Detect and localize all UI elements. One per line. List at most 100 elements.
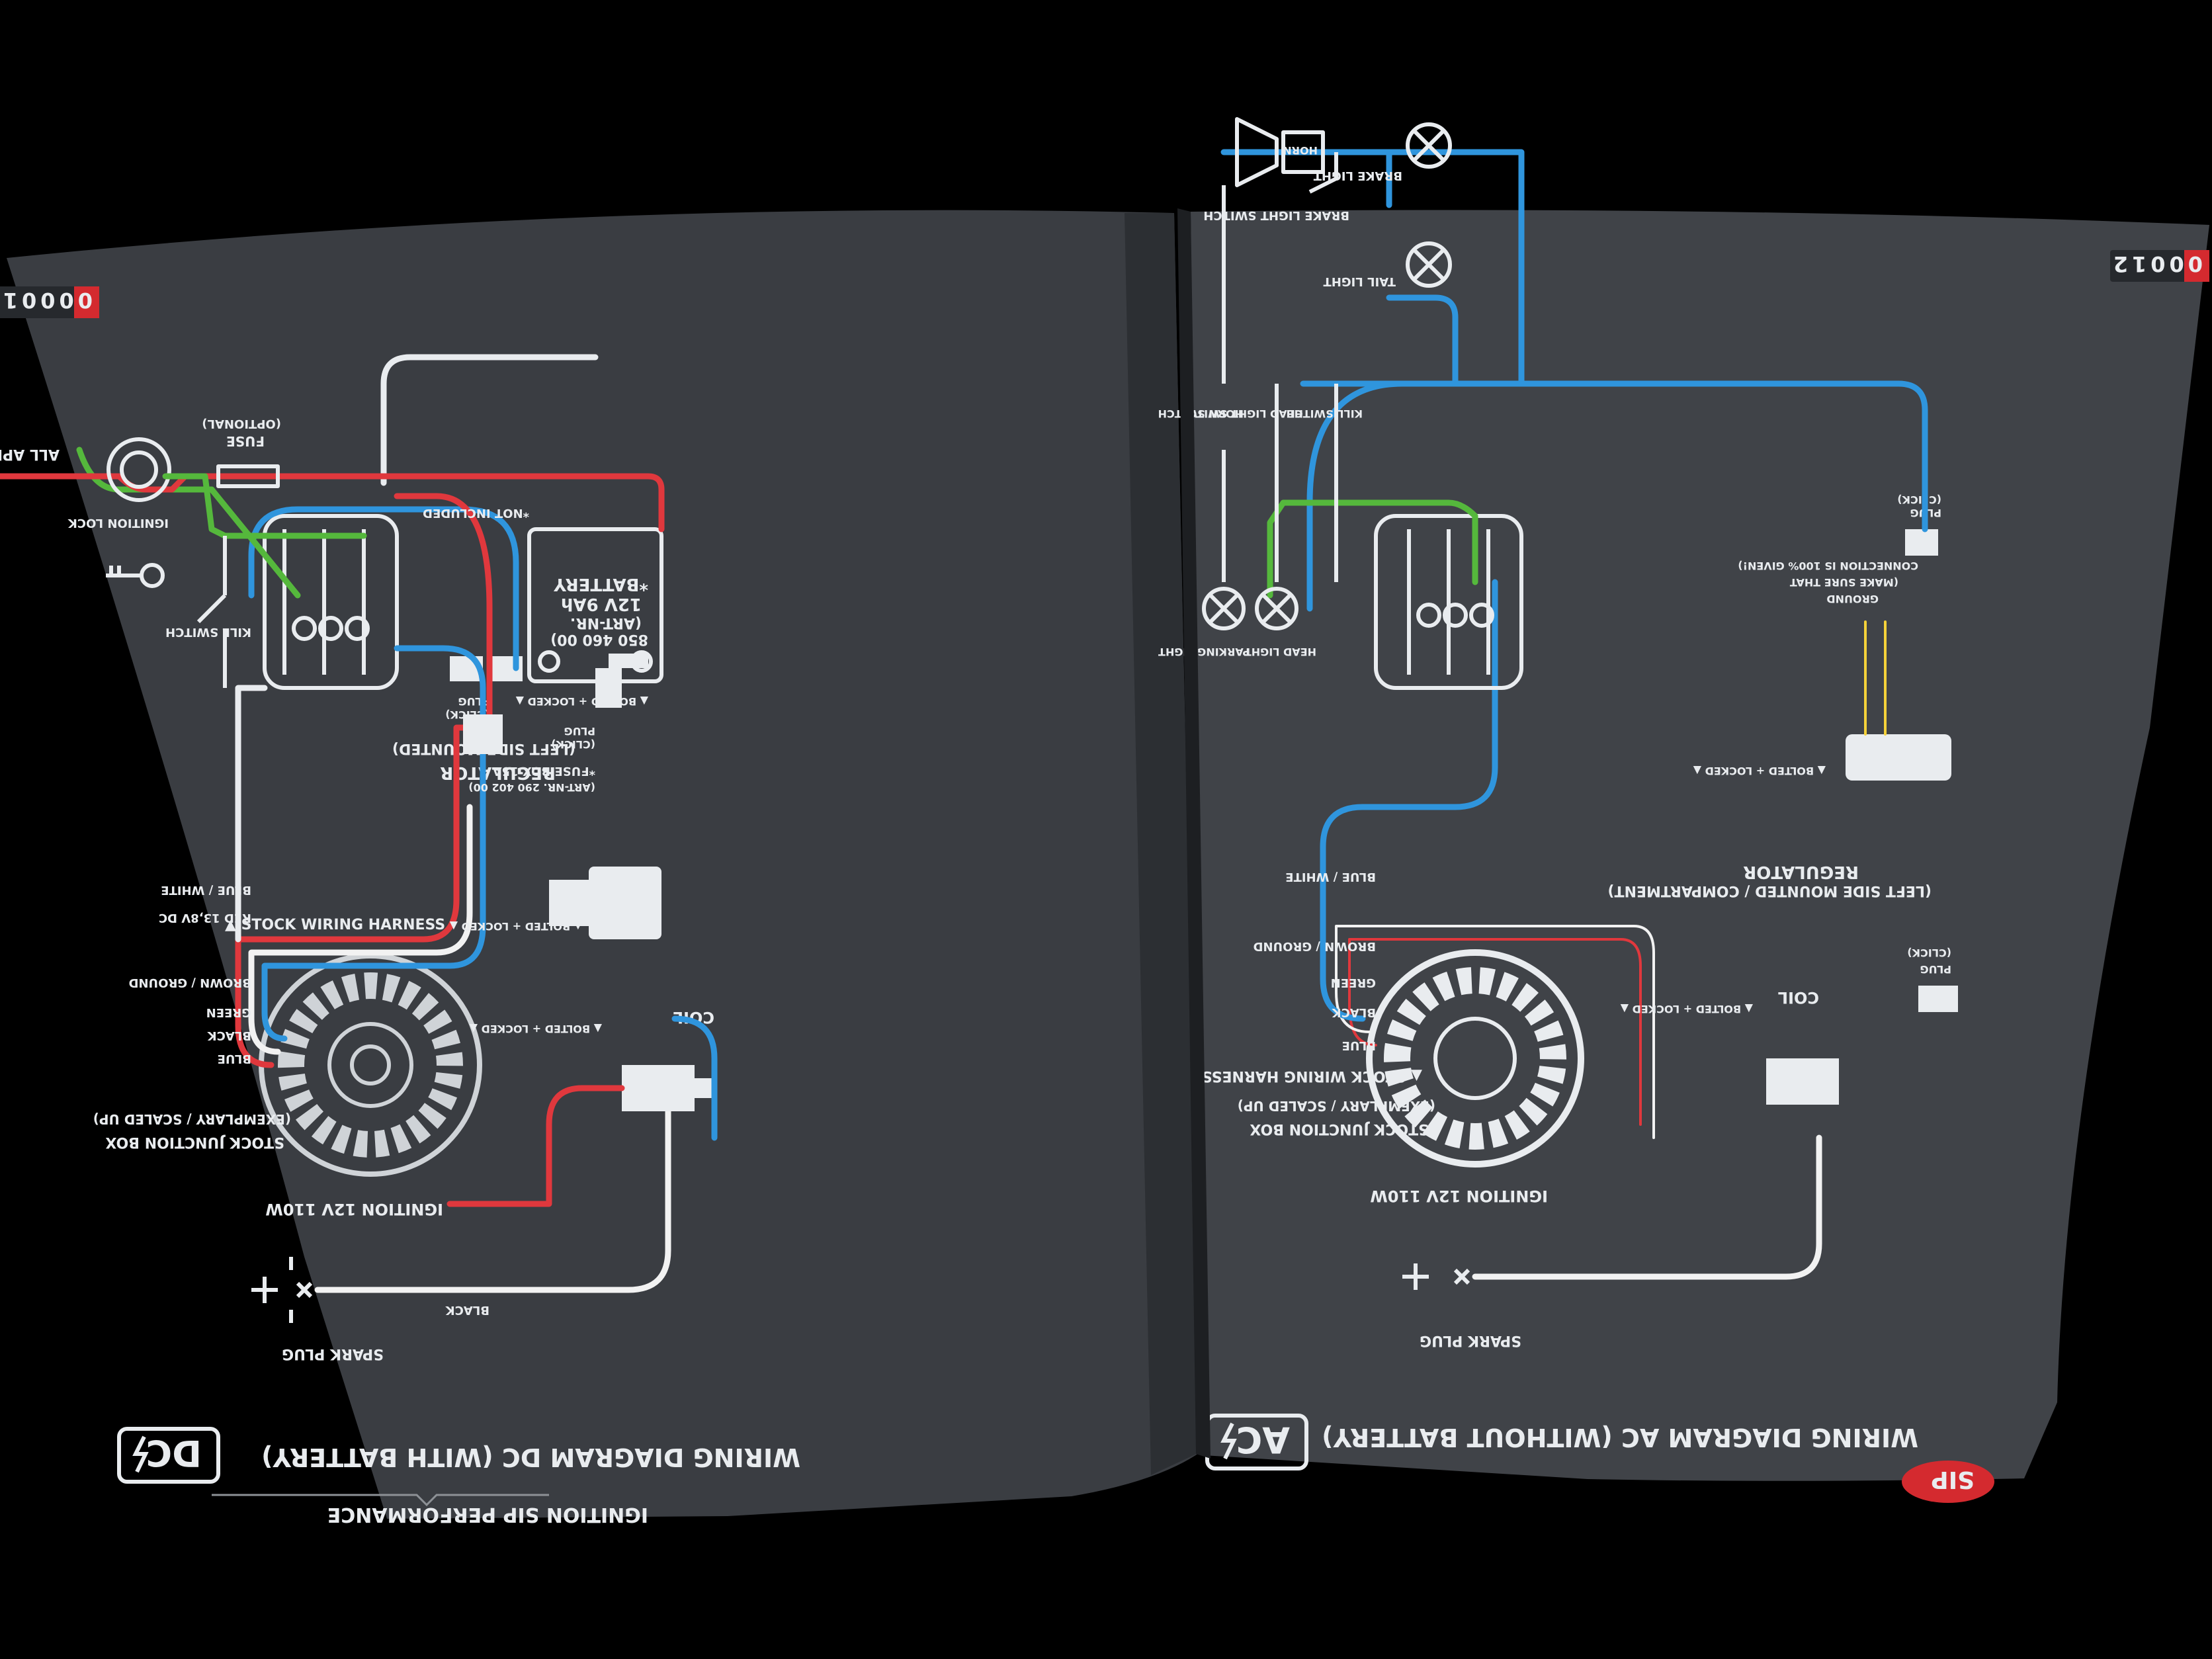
right-diagram: WIRING DIAGRAM AC (WITHOUT BATTERY) SIP … <box>1158 117 1994 1503</box>
battery-artnr: (ART-NR. <box>570 615 642 631</box>
key-icon <box>106 563 165 588</box>
left-footer-header: IGNITION SIP PERFORMANCE <box>327 1503 648 1526</box>
coil-blue-wire <box>671 1015 718 1141</box>
fuse-box-artnr: (ART-NR. 290 402 00) <box>468 781 595 794</box>
ac-click-label-1: (CLICK) <box>1907 947 1951 959</box>
ac-label-brown-ground: BROWN / GROUND <box>1254 939 1376 953</box>
black-ht-lead-label: BLACK <box>445 1303 489 1317</box>
label-blue-white: BLUE / WHITE <box>161 883 251 897</box>
parking-light-lamp: PARKING LIGHT <box>1158 587 1250 658</box>
right-page-counter-digits: 00012 <box>2109 251 2203 276</box>
ac-ignition-label: IGNITION 12V 110W <box>1370 1187 1548 1205</box>
coil-red-wire <box>447 1085 625 1207</box>
junction-box-terminals <box>263 514 399 690</box>
fuse-label: FUSE <box>226 433 265 449</box>
all-appliances-label: ALL APPLIANCES <box>0 446 60 462</box>
harness-labels: BLUE / WHITE RED 13,8V DC BROWN / GROUND… <box>93 883 445 1150</box>
ac-coil-bolted-label: ▲ BOLTED + LOCKED ▲ <box>1620 1003 1753 1015</box>
coil: COIL ▲ BOLTED + LOCKED ▲ <box>469 1008 714 1111</box>
left-page-shadow <box>1125 213 1201 1475</box>
ac-green-wire <box>1267 499 1478 599</box>
ac-ground-note-1: (MAKE SURE THAT <box>1790 576 1898 589</box>
ac-ht-lead-wire <box>1472 1134 1822 1280</box>
stator-red-wire <box>235 810 460 1068</box>
left-diagram: IGNITION SIP PERFORMANCE WIRING DIAGRAM … <box>0 354 800 1526</box>
ac-ignition-stator: IGNITION 12V 110W <box>1366 949 1584 1205</box>
ignition-lock-label: IGNITION LOCK <box>67 516 169 530</box>
fuse-optional-label: (OPTIONAL) <box>202 417 281 431</box>
plug-label-2: PLUG <box>564 725 595 738</box>
label-red-dc: RED 13,8V DC <box>159 911 251 925</box>
brake-light-switch-label: BRAKE LIGHT SWITCH <box>1203 208 1349 222</box>
ac-junction-box-label: STOCK JUNCTION BOX <box>1250 1121 1429 1137</box>
head-light-lamp: HEAD LIGHT <box>1244 587 1316 658</box>
ac-spark-plug-icon: SPARK PLUG <box>1402 1263 1521 1349</box>
ground-note: GROUND (MAKE SURE THAT CONNECTION IS 100… <box>1738 560 1918 605</box>
ac-stator-blue-wire <box>1320 579 1498 1022</box>
head-light-label: HEAD LIGHT <box>1244 646 1316 658</box>
harness-green-run <box>76 447 301 599</box>
ac-plugs: PLUG (CLICK) PLUG (CLICK) <box>1897 493 1958 1012</box>
switch-cluster: HORN SWITCH HEAD LIGHT SWITCH KILL SWITC… <box>1158 185 1363 582</box>
ac-stator-red-wire <box>1348 938 1642 1126</box>
battery-name: *BATTERY <box>553 574 648 594</box>
ac-click-label-2: (CLICK) <box>1897 493 1941 506</box>
coil-bolted-label: ▲ BOLTED + LOCKED ▲ <box>469 1023 602 1035</box>
sip-logo: SIP <box>1902 1461 1994 1503</box>
battery-spec: 12V 9Ah <box>561 594 642 614</box>
ac-junction-box-terminals <box>1374 514 1523 690</box>
brake-light-switch: BRAKE LIGHT SWITCH <box>1203 152 1349 222</box>
right-page: 00012 WIRING DIAGRAM AC (WITHOUT BATTERY… <box>1158 117 2209 1503</box>
label-black: BLACK <box>207 1029 251 1042</box>
ac-blue-lighting-bus <box>1220 149 1928 612</box>
stator-blue-wire <box>261 797 486 1042</box>
battery-bolted-label: ▲ BOLTED + LOCKED ▲ <box>515 695 648 708</box>
left-page: 000013 IGNITION SIP PERFORMANCE WIRING D… <box>0 210 1201 1526</box>
ac-plug-label-1: PLUG <box>1920 963 1951 976</box>
ac-badge: AC <box>1205 1414 1308 1470</box>
ac-regulator-sub-label: (LEFT SIDE MOUNTED / COMPARTMENT) <box>1607 882 1932 899</box>
junction-box-sub-label: (EXEMPLARY / SCALED UP) <box>93 1111 291 1127</box>
black-ht-lead-wire <box>314 1082 671 1293</box>
ac-ground-label: GROUND <box>1826 593 1879 605</box>
left-page-counter-digits: 000013 <box>0 288 93 313</box>
ac-label-green: GREEN <box>1331 976 1376 990</box>
ac-label-blue: BLUE <box>1342 1039 1376 1052</box>
label-green: GREEN <box>206 1005 251 1019</box>
ignition-label: IGNITION 12V 110W <box>265 1200 443 1218</box>
ignition-lock: IGNITION LOCK <box>67 437 171 530</box>
kill-switch-label-ac: KILL SWITCH <box>1287 407 1363 420</box>
battery-artnr-value: 850 460 00) <box>550 631 648 648</box>
ac-junction-box-sub-label: (EXEMPLARY / SCALED UP) <box>1238 1098 1435 1114</box>
ac-badge-text: AC <box>1236 1419 1290 1461</box>
ac-regulator-bolted-label: ▲ BOLTED + LOCKED ▲ <box>1693 765 1826 777</box>
label-brown-ground: BROWN / GROUND <box>129 976 251 990</box>
ac-stator-white-wire <box>1335 925 1655 1139</box>
ac-harness-labels: BLUE / WHITE BROWN / GROUND GREEN BLACK … <box>1202 870 1435 1137</box>
ac-label-black: BLACK <box>1332 1005 1376 1019</box>
fuse-box: *FUSE BOX 15A (ART-NR. 290 402 00) <box>463 714 595 794</box>
not-included-label: *NOT INCLUDED <box>423 506 529 520</box>
left-page-counter: 000013 <box>0 286 99 318</box>
junction-box-label: STOCK JUNCTION BOX <box>105 1134 284 1150</box>
battery: *BATTERY 12V 9Ah (ART-NR. 850 460 00) ▲ … <box>423 506 663 708</box>
left-diagram-title: WIRING DIAGRAM DC (WITH BATTERY) <box>261 1443 800 1472</box>
label-blue: BLUE <box>218 1052 251 1066</box>
regulator-bolted-label: ▲ BOLTED + LOCKED ▲ <box>449 920 582 933</box>
spark-plug-icon: SPARK PLUG <box>251 1257 384 1362</box>
fuse: FUSE (OPTIONAL) <box>202 417 281 488</box>
dc-badge: DC <box>117 1427 220 1484</box>
right-page-counter: 00012 <box>2109 250 2209 282</box>
tail-light-label: TAIL LIGHT <box>1323 275 1396 288</box>
ac-regulator-label: REGULATOR <box>1743 862 1859 882</box>
ac-ground-note-2: CONNECTION IS 100% GIVEN!) <box>1738 560 1918 572</box>
spark-plug-label: SPARK PLUG <box>282 1345 384 1362</box>
ac-coil: COIL ▲ BOLTED + LOCKED ▲ <box>1620 988 1839 1105</box>
ac-regulator: REGULATOR (LEFT SIDE MOUNTED / COMPARTME… <box>1607 620 1951 899</box>
harness-grey-run <box>235 354 599 943</box>
parking-light-label: PARKING LIGHT <box>1158 646 1250 658</box>
brake-light-label: BRAKE LIGHT <box>1313 169 1402 183</box>
kill-switch-label: KILL SWITCH <box>165 625 251 639</box>
click-label-2: (CLICK) <box>551 738 595 751</box>
